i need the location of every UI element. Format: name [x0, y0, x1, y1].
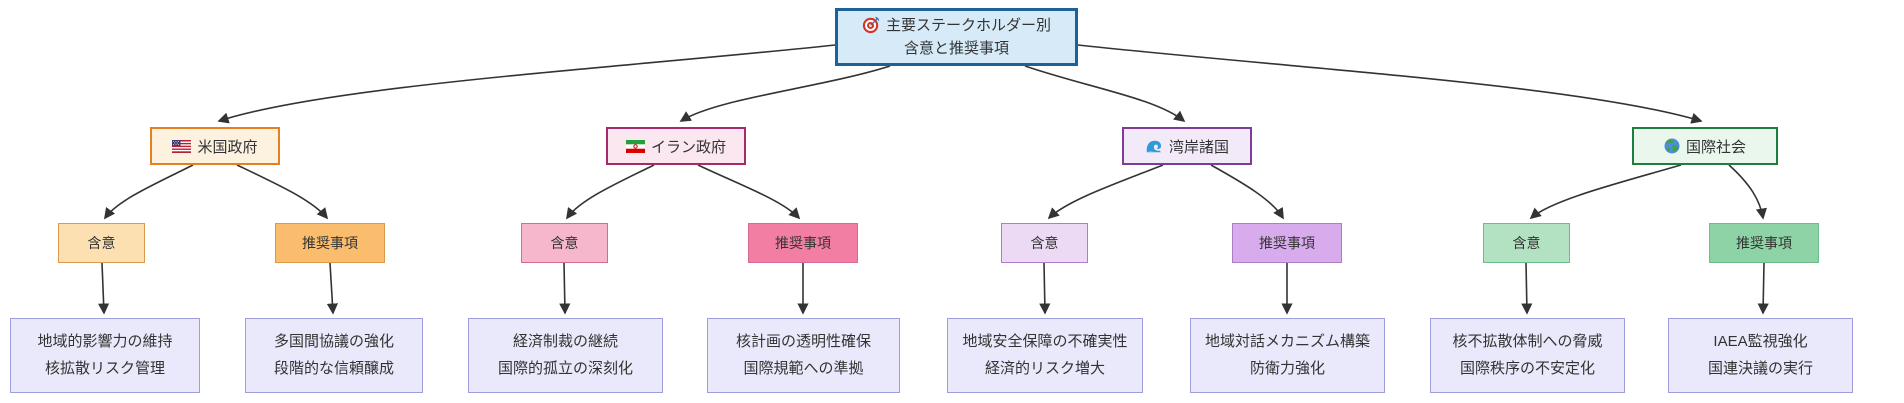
- branch-label: 国際社会: [1685, 138, 1746, 156]
- recommendation-label: 推奨事項: [775, 235, 831, 251]
- globe-icon: [1664, 138, 1680, 154]
- implication-node-us: 含意: [58, 223, 145, 263]
- implication-node-iran: 含意: [521, 223, 608, 263]
- us-flag-icon: [172, 139, 192, 153]
- wave-icon: [1145, 139, 1163, 154]
- recommendation-node-intl: 推奨事項: [1709, 223, 1819, 263]
- implication-detail-iran: 経済制裁の継続 国際的孤立の深刻化: [468, 318, 663, 393]
- detail-line: 段階的な信頼醸成: [273, 359, 394, 377]
- recommendation-node-us: 推奨事項: [275, 223, 385, 263]
- detail-line: 国際秩序の不安定化: [1459, 359, 1595, 377]
- detail-line: 多国間協議の強化: [273, 333, 394, 351]
- detail-line: 地域安全保障の不確実性: [962, 333, 1128, 351]
- detail-line: 経済制裁の継続: [512, 333, 618, 351]
- recommendation-detail-gulf: 地域対話メカニズム構築 防衛力強化: [1190, 318, 1385, 393]
- root-title-line1: 主要ステークホルダー別: [885, 16, 1051, 34]
- iran-flag-icon: [625, 139, 645, 153]
- recommendation-node-iran: 推奨事項: [748, 223, 858, 263]
- recommendation-detail-iran: 核計画の透明性確保 国際規範への準拠: [707, 318, 900, 393]
- detail-line: 地域的影響力の維持: [37, 333, 173, 351]
- detail-line: 地域対話メカニズム構築: [1204, 333, 1370, 351]
- implication-label: 含意: [1030, 235, 1059, 251]
- recommendation-detail-us: 多国間協議の強化 段階的な信頼醸成: [245, 318, 423, 393]
- implication-detail-gulf: 地域安全保障の不確実性 経済的リスク増大: [947, 318, 1143, 393]
- branch-header-intl: 国際社会: [1632, 127, 1778, 165]
- branch-label: 湾岸諸国: [1168, 138, 1229, 156]
- branch-label: 米国政府: [197, 138, 258, 156]
- branch-header-us: 米国政府: [150, 127, 280, 165]
- implication-label: 含意: [87, 235, 116, 251]
- detail-line: 国際規範への準拠: [743, 359, 864, 377]
- detail-line: 核拡散リスク管理: [44, 359, 165, 377]
- implication-detail-us: 地域的影響力の維持 核拡散リスク管理: [10, 318, 200, 393]
- root-title-line2: 含意と推奨事項: [903, 40, 1009, 57]
- implication-node-intl: 含意: [1483, 223, 1570, 263]
- branch-header-iran: イラン政府: [606, 127, 746, 165]
- branch-header-gulf: 湾岸諸国: [1122, 127, 1252, 165]
- implication-label: 含意: [550, 235, 579, 251]
- recommendation-label: 推奨事項: [302, 235, 358, 251]
- detail-line: 防衛力強化: [1249, 359, 1325, 377]
- recommendation-label: 推奨事項: [1259, 235, 1315, 251]
- implication-detail-intl: 核不拡散体制への脅威 国際秩序の不安定化: [1430, 318, 1625, 393]
- recommendation-detail-intl: IAEA監視強化 国連決議の実行: [1668, 318, 1853, 393]
- detail-line: 国連決議の実行: [1707, 359, 1813, 377]
- recommendation-label: 推奨事項: [1736, 235, 1792, 251]
- implication-label: 含意: [1512, 235, 1541, 251]
- detail-line: IAEA監視強化: [1713, 333, 1808, 351]
- root-node: 主要ステークホルダー別 含意と推奨事項: [835, 8, 1078, 66]
- detail-line: 経済的リスク増大: [984, 359, 1105, 377]
- detail-line: 核不拡散体制への脅威: [1452, 333, 1603, 351]
- target-icon: [862, 16, 880, 34]
- detail-line: 核計画の透明性確保: [735, 333, 871, 351]
- recommendation-node-gulf: 推奨事項: [1232, 223, 1342, 263]
- branch-label: イラン政府: [650, 138, 726, 156]
- implication-node-gulf: 含意: [1001, 223, 1088, 263]
- detail-line: 国際的孤立の深刻化: [497, 359, 633, 377]
